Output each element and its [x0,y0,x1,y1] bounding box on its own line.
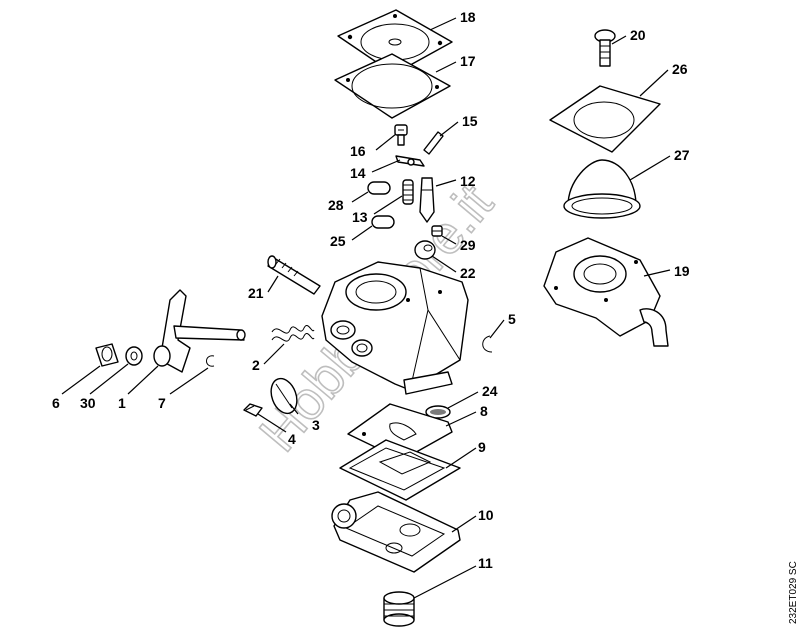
plug-6 [95,343,119,367]
callout-27: 27 [674,147,690,163]
callout-4: 4 [288,431,296,447]
screw-4 [243,403,263,417]
callout-7: 7 [158,395,166,411]
callout-9: 9 [478,439,486,455]
cover-10 [331,491,461,573]
screw-21 [267,255,321,295]
screw-20 [594,29,616,67]
carburetor-body [321,261,469,395]
leader-lines [61,17,671,599]
pin-15 [423,131,444,155]
diaphragm-18 [337,9,453,75]
callout-5: 5 [508,311,516,327]
spring-13 [402,179,414,205]
callout-2: 2 [252,357,260,373]
screw-11 [383,591,415,627]
needle-12 [419,177,435,223]
callout-numbers: 18 17 15 16 14 12 28 13 25 29 22 21 20 2… [52,9,690,571]
callout-14: 14 [350,165,366,181]
callout-20: 20 [630,27,646,43]
gasket-26 [549,85,661,153]
plug-25 [371,215,395,229]
callout-24: 24 [482,383,498,399]
callout-30: 30 [80,395,96,411]
callout-13: 13 [352,209,368,225]
strainer-24 [425,405,451,419]
clip-5 [482,335,493,353]
plug-28 [367,181,391,195]
callout-17: 17 [460,53,476,69]
callout-11: 11 [478,555,493,571]
primer-bulb-27 [563,159,641,219]
fitting-22 [414,240,436,260]
callout-19: 19 [674,263,690,279]
pump-housing-19 [543,237,669,347]
washer-30 [125,346,143,366]
callout-6: 6 [52,395,60,411]
callout-28: 28 [328,197,344,213]
callout-18: 18 [460,9,476,25]
shaft-1 [153,289,246,373]
screw-16 [394,124,408,146]
callout-16: 16 [350,143,366,159]
lever-14 [395,155,425,167]
nut-29 [431,225,443,237]
callout-25: 25 [330,233,346,249]
callout-26: 26 [672,61,688,77]
callout-3: 3 [312,417,320,433]
callout-29: 29 [460,237,476,253]
callout-8: 8 [480,403,488,419]
callout-21: 21 [248,285,264,301]
callout-10: 10 [478,507,494,523]
spring-2 [271,325,315,342]
clip-7 [206,355,215,367]
callout-15: 15 [462,113,478,129]
callout-1: 1 [118,395,126,411]
callout-12: 12 [460,173,476,189]
diaphragm-9 [339,439,461,501]
gasket-17 [334,53,451,119]
drawing-code: 232ET029 SC [788,561,799,624]
callout-22: 22 [460,265,476,281]
